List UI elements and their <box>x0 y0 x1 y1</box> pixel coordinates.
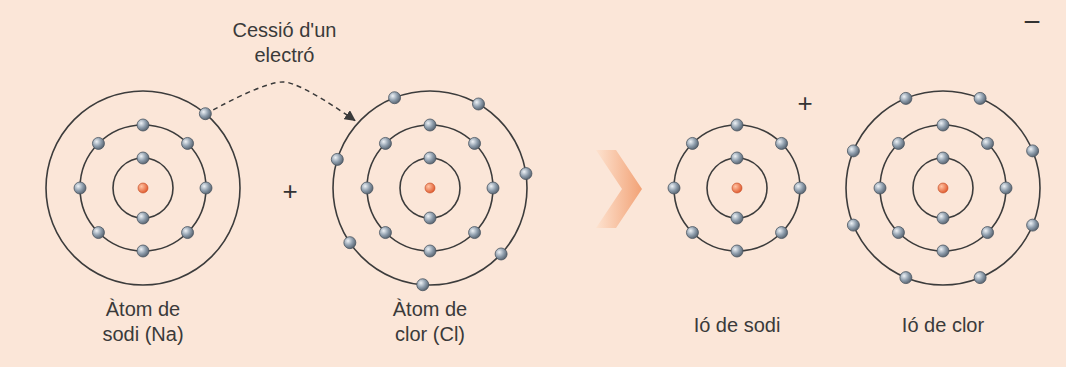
atom-drawing <box>836 81 1050 295</box>
electron <box>417 279 429 291</box>
electron <box>469 227 481 239</box>
electron <box>874 182 886 194</box>
electron <box>892 227 904 239</box>
electron <box>1000 182 1012 194</box>
electron <box>731 119 743 131</box>
nucleus <box>138 183 148 193</box>
electron-shell <box>80 125 206 251</box>
electron <box>982 137 994 149</box>
electron-shell <box>707 158 767 218</box>
nucleus <box>425 183 435 193</box>
electron-shell <box>367 125 493 251</box>
electron <box>520 168 532 180</box>
electron <box>974 92 986 104</box>
electron <box>776 227 788 239</box>
electron <box>937 119 949 131</box>
atom: Àtom de sodi (Na) <box>36 81 250 295</box>
nucleus <box>732 183 742 193</box>
electron <box>847 219 859 231</box>
electron <box>847 145 859 157</box>
electron <box>686 227 698 239</box>
electron <box>361 182 373 194</box>
electron-shell <box>113 158 173 218</box>
electron <box>137 119 149 131</box>
electron-shell <box>913 158 973 218</box>
electron <box>424 152 436 164</box>
electron <box>379 227 391 239</box>
electron <box>495 248 507 260</box>
electron <box>892 137 904 149</box>
atom: Àtom de clor (Cl) <box>323 81 537 295</box>
atom-caption: Àtom de sodi (Na) <box>93 297 193 347</box>
electron <box>469 137 481 149</box>
atom-caption: Àtom de clor (Cl) <box>380 297 480 347</box>
electron <box>74 182 86 194</box>
electron <box>982 227 994 239</box>
electron <box>1027 145 1039 157</box>
electron <box>487 182 499 194</box>
electron <box>794 182 806 194</box>
electron <box>92 137 104 149</box>
electron <box>686 137 698 149</box>
electron <box>731 245 743 257</box>
atom-caption: Ió de sodi <box>667 313 807 338</box>
atom-caption: Ió de clor <box>873 313 1013 338</box>
atom-drawing <box>323 81 537 295</box>
electron <box>182 137 194 149</box>
electron <box>200 182 212 194</box>
electron-shell <box>333 91 527 285</box>
edge-label: Cessió d'un electró <box>228 18 340 68</box>
electron <box>137 152 149 164</box>
electron-transfer-arrow <box>213 82 355 121</box>
electron-shell <box>400 158 460 218</box>
electron <box>937 212 949 224</box>
ion-charge: − <box>1023 7 1041 37</box>
electron-shell <box>674 125 800 251</box>
electron <box>92 227 104 239</box>
electron <box>1027 219 1039 231</box>
electron <box>900 92 912 104</box>
reaction-arrow <box>596 150 642 228</box>
electron-shell <box>846 91 1040 285</box>
ion: Ió de clor <box>836 81 1050 295</box>
atom-drawing <box>36 81 250 295</box>
electron <box>424 245 436 257</box>
electron <box>389 92 401 104</box>
electron <box>473 98 485 110</box>
electron <box>379 137 391 149</box>
electron <box>331 153 343 165</box>
nucleus <box>938 183 948 193</box>
electron <box>137 245 149 257</box>
plus-sign: + <box>282 178 297 204</box>
electron <box>424 119 436 131</box>
electron <box>937 152 949 164</box>
electron <box>137 212 149 224</box>
electron <box>668 182 680 194</box>
ion-charge: + <box>797 90 812 116</box>
electron-shell <box>46 91 240 285</box>
atom-drawing <box>664 115 810 261</box>
electron <box>182 227 194 239</box>
electron-shell <box>880 125 1006 251</box>
electron <box>776 137 788 149</box>
ion: Ió de sodi <box>664 115 810 261</box>
electron <box>974 272 986 284</box>
electron <box>731 152 743 164</box>
electron <box>900 272 912 284</box>
electron <box>424 212 436 224</box>
electron <box>937 245 949 257</box>
electron <box>344 237 356 249</box>
electron <box>731 212 743 224</box>
electron <box>199 108 211 120</box>
